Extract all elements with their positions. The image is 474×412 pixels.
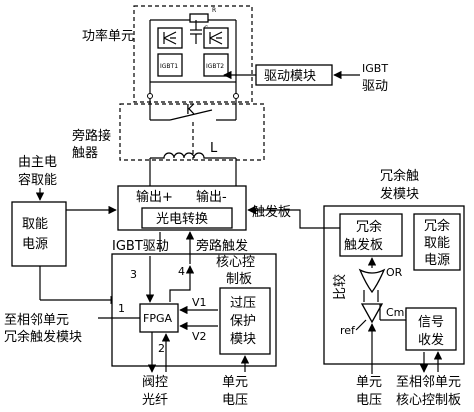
drive-module-label: 驱动模块 (264, 69, 316, 84)
power-unit-border (133, 5, 253, 103)
signal-2-label: 2 (158, 342, 165, 355)
inductor-l-label: L (210, 141, 218, 156)
resistor-r (189, 13, 209, 23)
or-gate (358, 268, 386, 294)
bypass-trigger-core-line3: 制板 (226, 272, 252, 287)
main-capacitor-power-line2: 容取能 (18, 172, 57, 188)
redundant-trigger-module-line1: 冗余触 (380, 168, 419, 184)
cmp-label: Cmp (386, 306, 411, 319)
fpga-label: FPGA (143, 312, 172, 325)
signal-4-label: 4 (178, 265, 185, 278)
or-label: OR (386, 266, 403, 279)
overvoltage-protection-line2: 保护 (230, 314, 256, 329)
redundant-trigger-board-box (339, 213, 403, 257)
resistor-r-tag: R (212, 7, 216, 14)
igbt-drive-right-line2: 驱动 (362, 79, 388, 94)
bypass-contactor-line2: 触器 (72, 146, 98, 161)
signal-transceiver-line2: 收发 (418, 332, 444, 348)
bypass-trigger-core-line2: 核心控 (216, 255, 255, 270)
optical-conversion-label: 光电转换 (156, 212, 208, 227)
redundant-trigger-module-line2: 发模块 (380, 186, 419, 202)
redundant-power-line2: 取能 (424, 236, 450, 251)
capacitor-c (190, 20, 202, 44)
bypass-contactor-line1: 旁路接 (72, 128, 111, 144)
ref-label: ref (340, 324, 356, 337)
signal-1-label: 1 (118, 302, 125, 315)
inductor-l (150, 152, 236, 159)
comparator (360, 303, 384, 324)
unit-voltage-bottom-line1: 单元 (222, 375, 248, 390)
power-unit-label: 功率单元 (82, 28, 134, 44)
redundant-trigger-board-line1: 冗余 (356, 219, 382, 235)
to-adjacent-core-line2: 核心控制板 (396, 393, 461, 408)
unit-voltage-right-line1: 单元 (356, 375, 382, 390)
optical-conversion-box (141, 207, 233, 229)
output-minus-label: 输出- (196, 189, 227, 205)
igbt-upper-tag: IGBT1 (160, 63, 178, 70)
v1-label: V1 (192, 296, 207, 309)
bypass-contactor-border (119, 103, 265, 161)
igbt-right: IGBT2 (203, 27, 229, 77)
redundant-trigger-board-line2: 触发板 (344, 237, 383, 253)
redundant-power-box (413, 213, 461, 271)
overvoltage-protection-box (219, 287, 271, 355)
igbt-drive-right-line1: IGBT (362, 62, 388, 75)
trigger-board-label: 触发板 (252, 204, 291, 220)
power-unit: 功率单元 R C IGBT1 IGBT2 (82, 5, 253, 103)
switch-k-label: K (186, 103, 195, 118)
redundant-power-line3: 电源 (424, 253, 450, 268)
bypass-trigger-core-line1: 旁路触发 (196, 238, 248, 254)
unit-voltage-bottom-line2: 电压 (222, 393, 248, 408)
signal-3-label: 3 (130, 268, 137, 281)
power-supply-line2: 电源 (22, 237, 48, 252)
igbt-drive-left-label: IGBT驱动 (112, 239, 169, 254)
switch-k (169, 109, 213, 121)
overvoltage-protection-line1: 过压 (230, 296, 256, 311)
compare-label: 比较 (333, 274, 348, 300)
unit-voltage-right-line2: 电压 (356, 393, 382, 408)
power-supply-line1: 取能 (22, 217, 48, 232)
to-adjacent-line1: 至相邻单元 (4, 313, 69, 328)
igbt-left: IGBT1 (157, 27, 183, 77)
igbt-lower-tag: IGBT2 (206, 63, 224, 70)
redundant-power-line1: 冗余 (424, 218, 450, 234)
to-adjacent-line2: 冗余触发模块 (4, 329, 82, 345)
v2-label: V2 (192, 330, 207, 343)
power-supply-box (11, 201, 67, 267)
output-plus-label: 输出+ (136, 189, 173, 205)
valve-fiber-line2: 光纤 (142, 393, 168, 408)
signal-transceiver-box (405, 307, 457, 351)
main-capacitor-power-line1: 由主电 (18, 155, 57, 170)
signal-transceiver-line1: 信号 (418, 315, 444, 330)
valve-fiber-line1: 阀控 (142, 375, 168, 390)
to-adjacent-core-line1: 至相邻单元 (396, 375, 461, 390)
overvoltage-protection-line3: 模块 (230, 332, 256, 347)
